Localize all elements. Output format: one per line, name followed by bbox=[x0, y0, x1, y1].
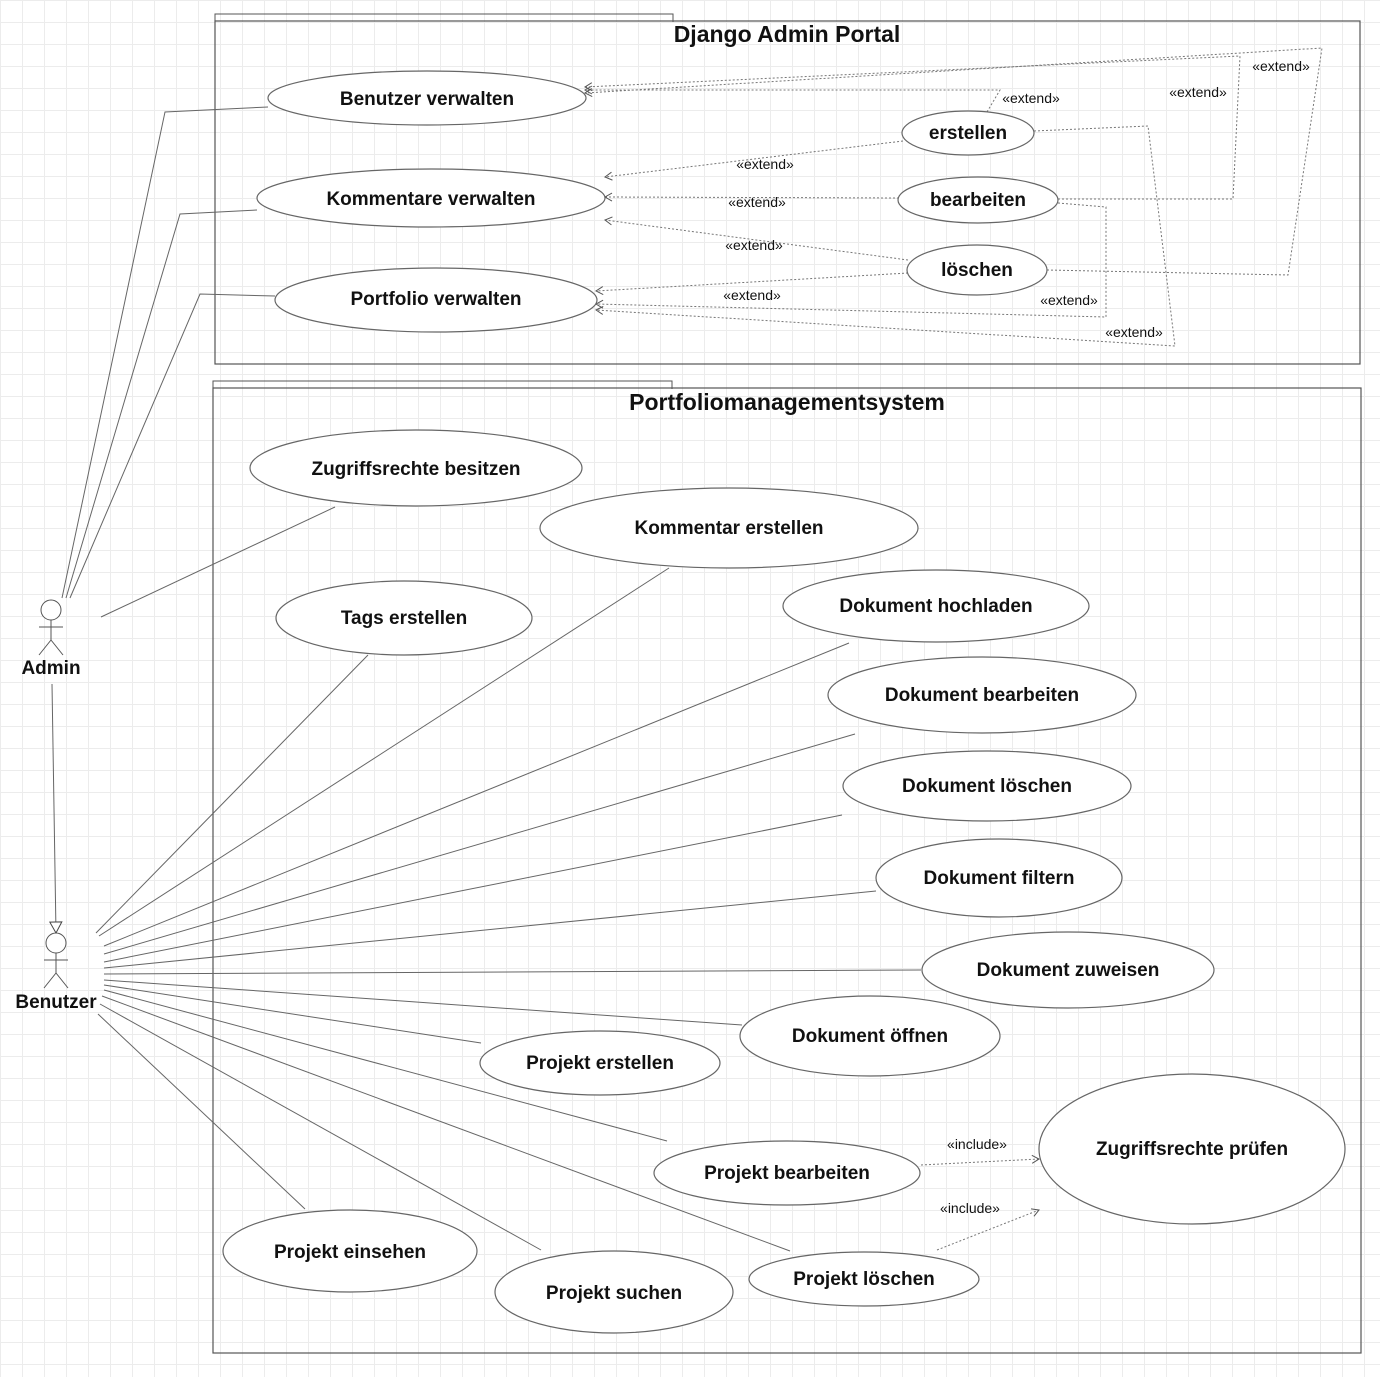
use-case-bearbeiten[interactable]: bearbeiten bbox=[897, 176, 1059, 224]
actor-admin[interactable]: Admin bbox=[21, 599, 81, 679]
use-case-label: Dokument hochladen bbox=[839, 596, 1032, 617]
use-case-kommentare-verwalten[interactable]: Kommentare verwalten bbox=[256, 168, 606, 228]
use-case-label: Portfolio verwalten bbox=[350, 289, 521, 310]
include-label: «include» bbox=[940, 1200, 1000, 1216]
association-line bbox=[103, 890, 877, 969]
use-case-label: Dokument löschen bbox=[902, 776, 1072, 797]
use-case-label: Tags erstellen bbox=[341, 608, 467, 629]
use-case-dokument-zuweisen[interactable]: Dokument zuweisen bbox=[921, 931, 1215, 1009]
extend-dependencies bbox=[583, 47, 1323, 347]
system-title: Django Admin Portal bbox=[674, 21, 901, 47]
association-line bbox=[103, 642, 850, 947]
use-case-label: Dokument bearbeiten bbox=[885, 685, 1079, 706]
use-case-label: Dokument filtern bbox=[924, 868, 1075, 889]
use-case-label: Projekt einsehen bbox=[274, 1242, 426, 1263]
use-case-projekt-bearbeiten[interactable]: Projekt bearbeiten bbox=[653, 1140, 921, 1206]
association-line bbox=[100, 506, 336, 618]
use-case-label: Benutzer verwalten bbox=[340, 89, 514, 110]
association-line bbox=[97, 1013, 306, 1210]
extend-label: «extend» bbox=[723, 287, 781, 303]
use-case-dokument-filtern[interactable]: Dokument filtern bbox=[875, 838, 1123, 918]
use-case-loeschen[interactable]: löschen bbox=[906, 244, 1048, 296]
association-line bbox=[95, 654, 369, 934]
extend-arrow bbox=[594, 202, 1107, 318]
system-boundary-pms: Portfoliomanagementsystem bbox=[212, 380, 1362, 1354]
association-line bbox=[98, 567, 670, 937]
extend-arrow bbox=[603, 192, 900, 202]
association-line bbox=[65, 209, 258, 599]
use-case-zugriffsrechte-besitzen[interactable]: Zugriffsrechte besitzen bbox=[249, 429, 583, 507]
extend-label: «extend» bbox=[728, 194, 786, 210]
association-line bbox=[61, 106, 269, 599]
use-case-dokument-hochladen[interactable]: Dokument hochladen bbox=[782, 569, 1090, 643]
use-case-dokument-loeschen[interactable]: Dokument löschen bbox=[842, 750, 1132, 822]
extend-arrow bbox=[583, 47, 1323, 276]
extend-label: «extend» bbox=[1252, 58, 1310, 74]
include-arrow bbox=[920, 1154, 1041, 1166]
association-line bbox=[103, 733, 856, 955]
use-case-label: Kommentar erstellen bbox=[634, 518, 823, 539]
extend-label: «extend» bbox=[1169, 84, 1227, 100]
system-boundary-django: Django Admin Portal bbox=[214, 13, 1361, 365]
actor-label: Benutzer bbox=[15, 992, 97, 1013]
extend-labels: «extend» «extend» «extend» «extend» «ext… bbox=[723, 58, 1310, 340]
use-case-label: Projekt löschen bbox=[793, 1269, 935, 1290]
use-case-tags-erstellen[interactable]: Tags erstellen bbox=[275, 580, 533, 656]
extend-arrow bbox=[594, 125, 1176, 347]
extend-arrow bbox=[583, 85, 1001, 113]
admin-associations bbox=[61, 106, 336, 618]
extend-arrow bbox=[604, 216, 909, 261]
use-case-label: bearbeiten bbox=[930, 190, 1026, 211]
use-case-dokument-bearbeiten[interactable]: Dokument bearbeiten bbox=[827, 656, 1137, 734]
use-case-kommentar-erstellen[interactable]: Kommentar erstellen bbox=[539, 487, 919, 569]
extend-label: «extend» bbox=[736, 156, 794, 172]
association-line bbox=[103, 984, 482, 1044]
association-line bbox=[103, 969, 922, 975]
extend-arrow bbox=[594, 272, 909, 296]
association-line bbox=[103, 989, 668, 1142]
use-case-label: Projekt bearbeiten bbox=[704, 1163, 870, 1184]
association-line bbox=[101, 995, 791, 1252]
use-case-label: löschen bbox=[941, 260, 1013, 281]
use-case-label: Zugriffsrechte prüfen bbox=[1096, 1139, 1288, 1160]
use-case-label: erstellen bbox=[929, 123, 1007, 144]
system-title: Portfoliomanagementsystem bbox=[629, 389, 945, 415]
association-line bbox=[69, 293, 276, 599]
use-case-dokument-oeffnen[interactable]: Dokument öffnen bbox=[739, 995, 1001, 1077]
extend-label: «extend» bbox=[1105, 324, 1163, 340]
extend-label: «extend» bbox=[1002, 90, 1060, 106]
actor-benutzer[interactable]: Benutzer bbox=[15, 932, 97, 1013]
extend-label: «extend» bbox=[1040, 292, 1098, 308]
use-case-label: Zugriffsrechte besitzen bbox=[311, 459, 520, 480]
use-case-projekt-erstellen[interactable]: Projekt erstellen bbox=[479, 1030, 721, 1096]
stick-figure-icon bbox=[43, 932, 69, 989]
use-case-label: Projekt suchen bbox=[546, 1283, 682, 1304]
association-line bbox=[103, 814, 843, 963]
use-case-label: Dokument öffnen bbox=[792, 1026, 948, 1047]
generalization-arrow bbox=[48, 683, 63, 935]
use-case-label: Kommentare verwalten bbox=[326, 189, 535, 210]
use-case-portfolio-verwalten[interactable]: Portfolio verwalten bbox=[274, 267, 598, 333]
use-case-label: Projekt erstellen bbox=[526, 1053, 674, 1074]
use-case-label: Dokument zuweisen bbox=[977, 960, 1160, 981]
benutzer-associations bbox=[95, 567, 922, 1252]
include-arrow bbox=[936, 1208, 1040, 1251]
extend-label: «extend» bbox=[725, 237, 783, 253]
include-label: «include» bbox=[947, 1136, 1007, 1152]
use-case-benutzer-verwalten[interactable]: Benutzer verwalten bbox=[267, 70, 587, 126]
use-case-projekt-einsehen[interactable]: Projekt einsehen bbox=[222, 1209, 478, 1293]
association-line bbox=[99, 1003, 542, 1251]
stick-figure-icon bbox=[38, 599, 64, 656]
association-line bbox=[103, 979, 743, 1026]
use-case-erstellen[interactable]: erstellen bbox=[901, 110, 1035, 156]
use-case-projekt-loeschen[interactable]: Projekt löschen bbox=[748, 1251, 980, 1307]
actor-label: Admin bbox=[21, 658, 80, 679]
use-case-projekt-suchen[interactable]: Projekt suchen bbox=[494, 1250, 734, 1334]
use-case-zugriffsrechte-pruefen[interactable]: Zugriffsrechte prüfen bbox=[1038, 1073, 1346, 1225]
